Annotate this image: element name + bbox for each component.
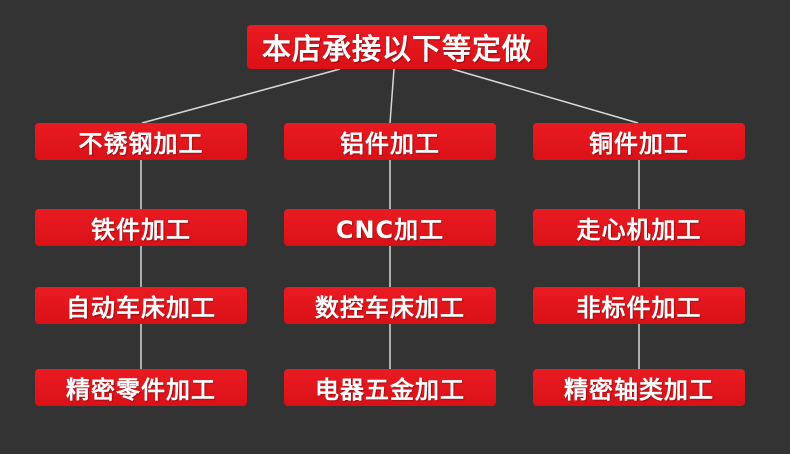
node-label: 电器五金加工: [315, 376, 465, 404]
node-precision-shaft-processing: 精密轴类加工: [533, 369, 745, 406]
node-label: 铁件加工: [91, 216, 191, 244]
node-label: 数控车床加工: [315, 294, 465, 322]
node-label: 自动车床加工: [66, 294, 216, 322]
node-aluminum-parts-processing: 铝件加工: [284, 123, 496, 160]
title-text: 本店承接以下等定做: [261, 32, 532, 66]
node-label: 铜件加工: [589, 130, 689, 158]
node-label: CNC加工: [335, 216, 445, 244]
node-cnc-lathe-processing: 数控车床加工: [284, 287, 496, 324]
node-precision-parts-processing: 精密零件加工: [35, 369, 247, 406]
node-label: 精密轴类加工: [564, 376, 714, 404]
node-label: 非标件加工: [576, 294, 702, 322]
node-copper-parts-processing: 铜件加工: [533, 123, 745, 160]
node-stainless-steel-processing: 不锈钢加工: [35, 123, 247, 160]
node-iron-parts-processing: 铁件加工: [35, 209, 247, 246]
node-cnc-processing: CNC加工: [284, 209, 496, 246]
node-label: 铝件加工: [340, 130, 440, 158]
node-automatic-lathe-processing: 自动车床加工: [35, 287, 247, 324]
node-electrical-hardware-processing: 电器五金加工: [284, 369, 496, 406]
node-non-standard-parts-processing: 非标件加工: [533, 287, 745, 324]
node-label: 精密零件加工: [66, 376, 216, 404]
node-swiss-lathe-processing: 走心机加工: [533, 209, 745, 246]
node-label: 不锈钢加工: [78, 130, 204, 158]
title-banner: 本店承接以下等定做: [247, 25, 547, 69]
node-label: 走心机加工: [576, 216, 702, 244]
